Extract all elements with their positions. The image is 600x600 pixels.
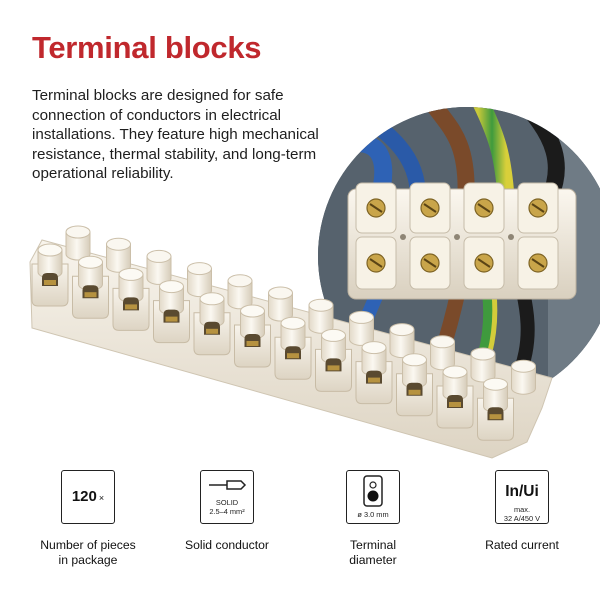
terminal-strip-illustration bbox=[29, 225, 553, 459]
terminal-unit bbox=[436, 347, 496, 429]
terminal-diameter-icon: ø 3.0 mm bbox=[346, 470, 400, 524]
rated-current-icon: In/Ui max. 32 A/450 V bbox=[495, 470, 549, 524]
feature-icons-row: 120× Number of pieces in package SOLID 2… bbox=[0, 470, 600, 600]
terminal-unit bbox=[315, 310, 374, 392]
rated-current-symbol: In/Ui bbox=[505, 483, 539, 500]
terminal-unit bbox=[193, 274, 253, 356]
terminal-unit bbox=[112, 249, 172, 331]
package-count-label-2: in package bbox=[58, 552, 118, 567]
terminal-diameter-label-2: diameter bbox=[349, 552, 397, 567]
feature-rated-current: In/Ui max. 32 A/450 V Rated current bbox=[452, 470, 592, 553]
terminal-unit bbox=[72, 237, 131, 319]
feature-package-count: 120× Number of pieces in package bbox=[18, 470, 158, 567]
product-description: Terminal blocks are designed for safe co… bbox=[32, 87, 319, 182]
package-count-icon: 120× bbox=[61, 470, 115, 524]
terminal-unit bbox=[274, 298, 334, 380]
package-count-suffix: × bbox=[98, 493, 105, 503]
solid-conductor-icon: SOLID 2.5–4 mm² bbox=[200, 470, 254, 524]
terminal-hole-glyph-icon bbox=[363, 475, 383, 507]
terminal-unit bbox=[396, 335, 455, 417]
feature-terminal-diameter: ø 3.0 mm Terminal diameter bbox=[303, 470, 443, 567]
terminal-diameter-value: ø 3.0 mm bbox=[357, 510, 389, 519]
rated-current-value: 32 A/450 V bbox=[503, 513, 541, 523]
terminal-unit bbox=[234, 286, 293, 368]
package-count-value: 120 bbox=[71, 488, 97, 505]
feature-solid-conductor: SOLID 2.5–4 mm² Solid conductor bbox=[157, 470, 297, 553]
terminal-unit bbox=[153, 262, 212, 344]
rated-current-max: max. bbox=[513, 505, 530, 514]
terminal-unit bbox=[477, 359, 536, 441]
solid-conductor-label: Solid conductor bbox=[184, 538, 269, 552]
solid-conductor-type: SOLID bbox=[215, 498, 239, 507]
terminal-diameter-label: Terminal bbox=[349, 538, 397, 552]
terminal-units bbox=[31, 225, 536, 441]
wire-glyph-icon bbox=[209, 480, 247, 490]
package-count-label: Number of pieces bbox=[40, 538, 136, 552]
terminal-unit bbox=[31, 225, 91, 307]
solid-conductor-range: 2.5–4 mm² bbox=[209, 506, 245, 516]
page-title: Terminal blocks bbox=[32, 30, 262, 65]
rated-current-label: Rated current bbox=[485, 538, 559, 552]
